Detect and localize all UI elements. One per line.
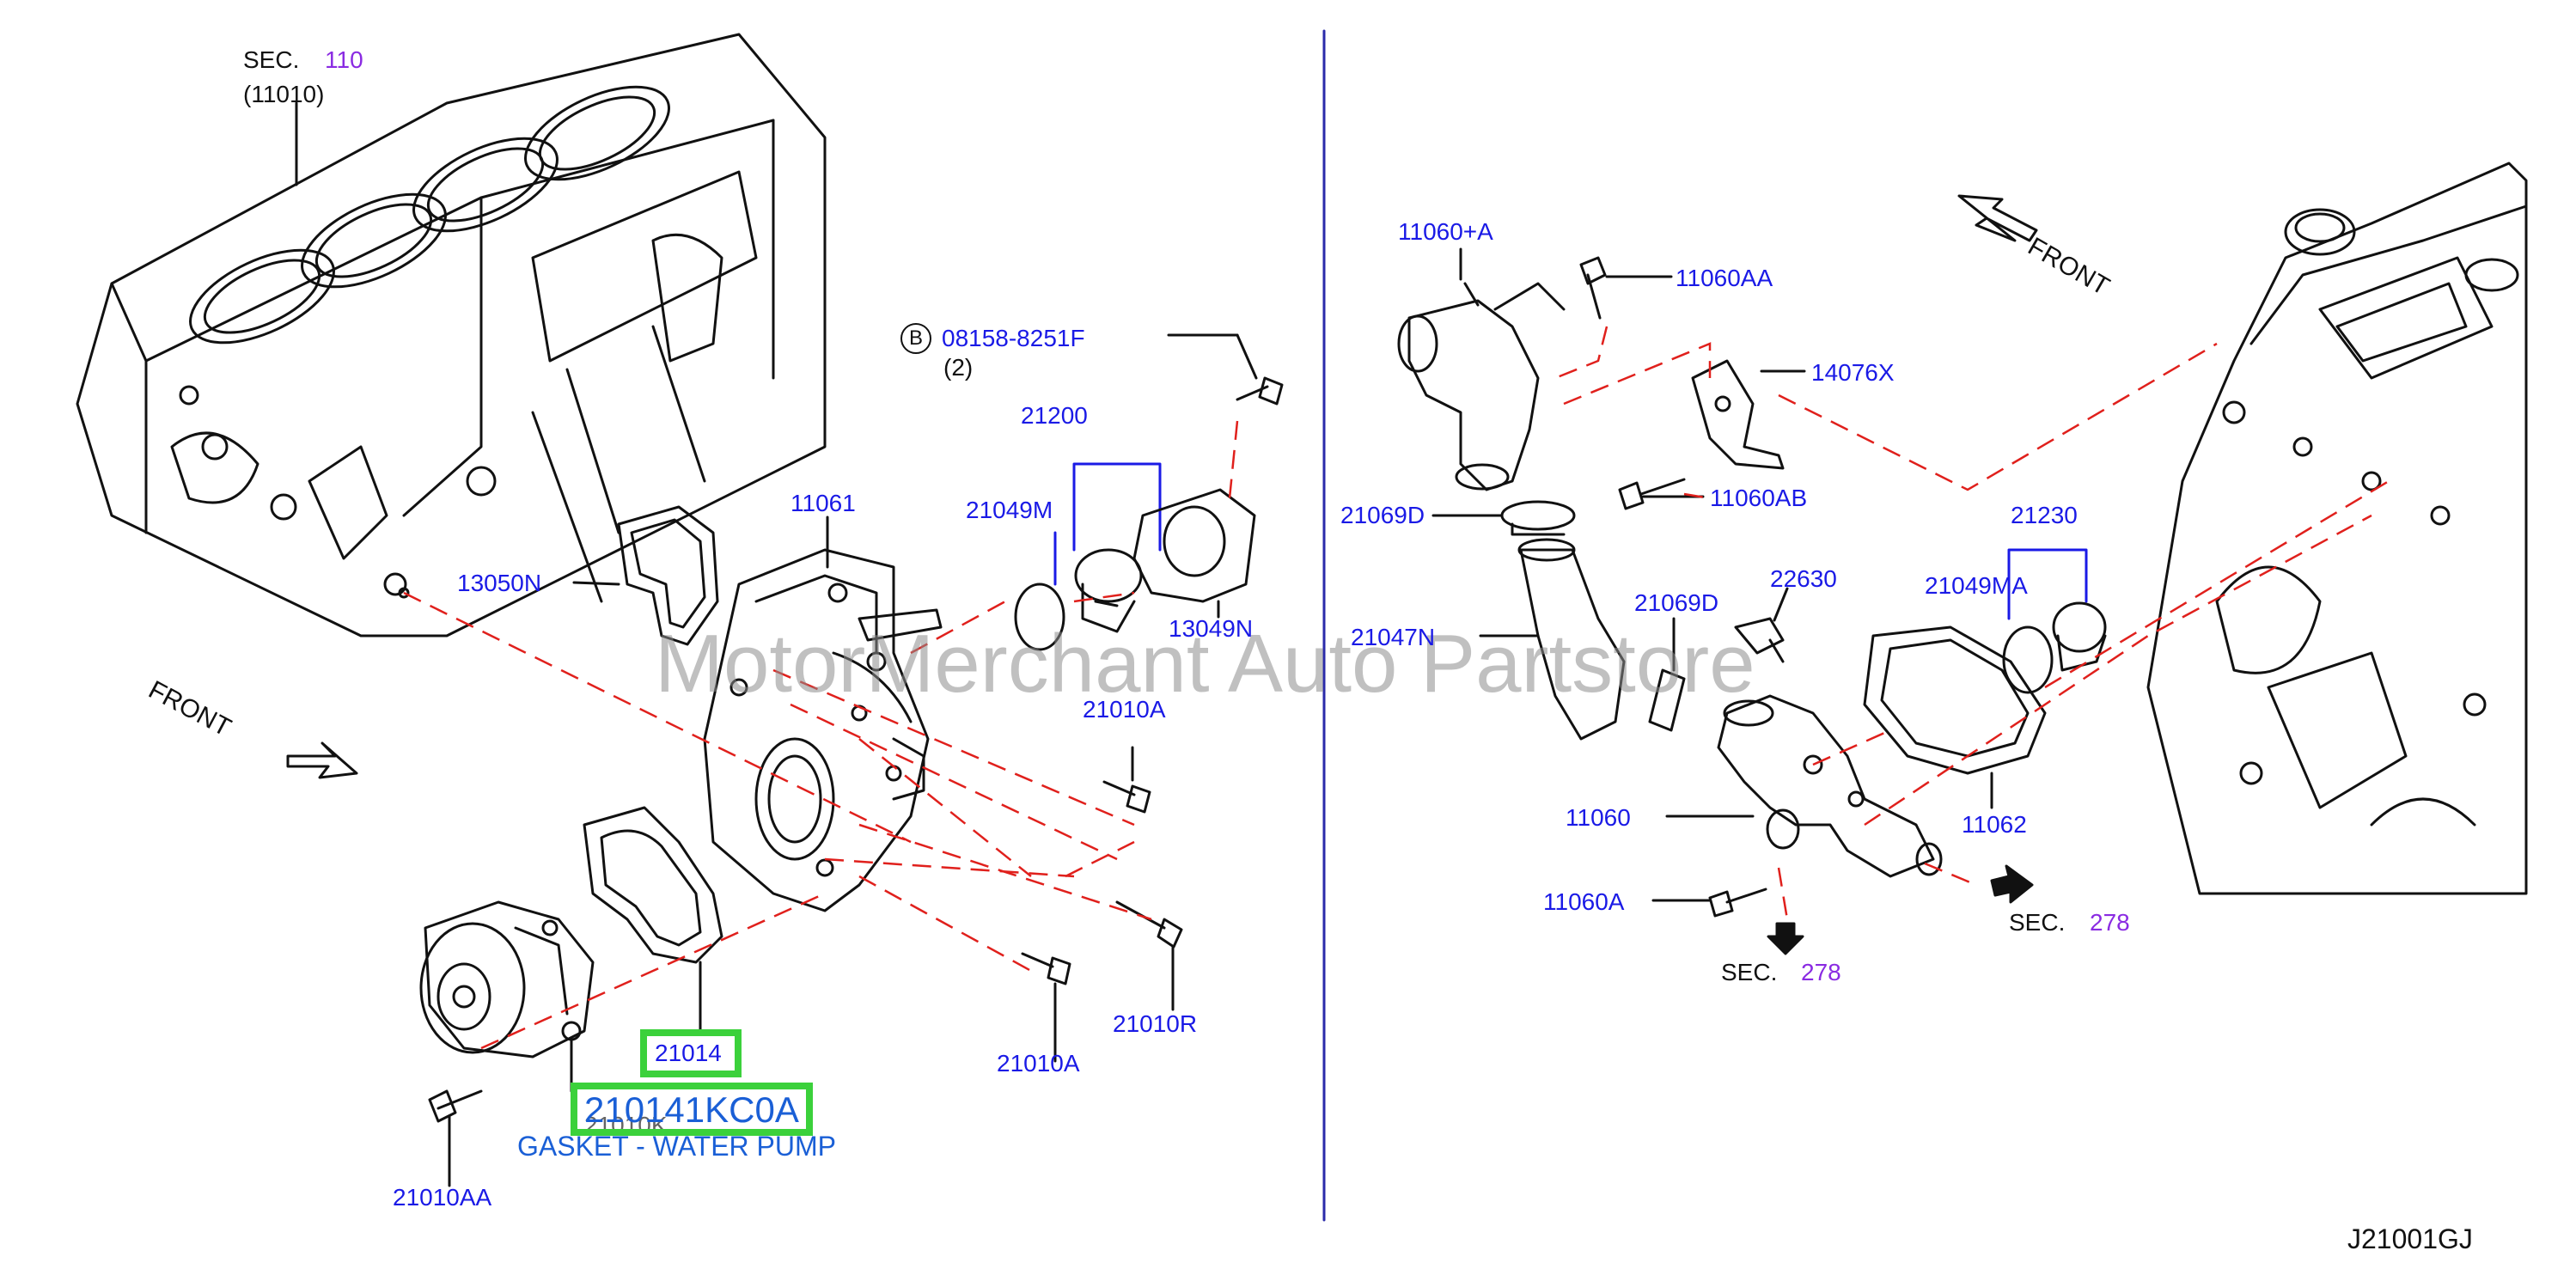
engine-head-drawing: [2146, 162, 2528, 895]
callout-11060ab[interactable]: 11060AB: [1710, 485, 1808, 511]
thermostat-21230: [2052, 601, 2107, 672]
callout-13050n[interactable]: 13050N: [457, 570, 542, 596]
sec-110-link[interactable]: 110: [325, 46, 363, 73]
water-pump-drawing: [419, 900, 595, 1058]
cylinder-block-drawing: [76, 33, 827, 638]
front-arrow-right: [1957, 194, 2038, 242]
sec-278-left-link[interactable]: 278: [1801, 959, 1841, 985]
hose-21047n: [1517, 538, 1626, 741]
callout-21069d-upper[interactable]: 21069D: [1340, 502, 1425, 528]
callout-08158-8251f[interactable]: 08158-8251F: [942, 325, 1085, 351]
callout-11061[interactable]: 11061: [791, 490, 856, 516]
bolt-21010a-upper: [1102, 780, 1151, 814]
bolt-badge: B: [900, 323, 931, 354]
outlet-arrow-left: [1767, 922, 1804, 955]
callout-21010aa[interactable]: 21010AA: [393, 1184, 492, 1211]
callout-21047n[interactable]: 21047N: [1351, 624, 1436, 650]
sec-110-prefix: SEC.: [243, 46, 300, 73]
front-arrow-left: [286, 741, 358, 779]
bolt-08158: [1236, 376, 1284, 406]
selected-part-description: GASKET - WATER PUMP: [517, 1131, 836, 1162]
callout-14076x[interactable]: 14076X: [1811, 359, 1895, 386]
callout-11060[interactable]: 11060: [1566, 804, 1631, 831]
water-outlet-11060a-drawing: [1397, 282, 1566, 491]
callout-21010r[interactable]: 21010R: [1113, 1010, 1198, 1037]
callout-21230[interactable]: 21230: [2011, 502, 2078, 528]
highlight-box-part-number[interactable]: [571, 1083, 813, 1136]
callout-11062[interactable]: 11062: [1962, 811, 2027, 838]
assembly-dash-lines: [403, 326, 2390, 1050]
callout-21014[interactable]: 21014: [655, 1040, 722, 1066]
gasket-13050n: [617, 505, 719, 646]
water-pump-housing-11061: [703, 548, 943, 912]
bolt-11060ab: [1618, 478, 1686, 510]
clamp-21069d-upper: [1500, 500, 1576, 536]
callout-21049m[interactable]: 21049M: [966, 497, 1053, 523]
sec-278-right-prefix: SEC.: [2009, 909, 2066, 936]
clamp-21069d-lower: [1648, 668, 1686, 732]
callout-21200[interactable]: 21200: [1021, 402, 1088, 429]
thermostat-21200: [1074, 548, 1143, 633]
bolt-11060a: [1708, 888, 1767, 918]
bolt-21010aa: [428, 1089, 483, 1123]
highlight-box-21014[interactable]: [640, 1029, 742, 1077]
callout-11060aa[interactable]: 11060AA: [1676, 265, 1773, 291]
sec-278-right-link[interactable]: 278: [2090, 909, 2130, 936]
bolt-11060aa: [1579, 256, 1607, 320]
bracket-14076x: [1691, 359, 1785, 470]
gasket-21014-drawing: [583, 806, 723, 964]
sec-110-subref: (11010): [243, 81, 325, 107]
thermostat-housing-13049n: [1132, 488, 1256, 603]
o-ring-21049m: [1014, 583, 1065, 651]
callout-21010a-upper[interactable]: 21010A: [1083, 696, 1166, 723]
o-ring-21049ma: [2002, 625, 2054, 694]
watermark: MotorMerchant Auto Partstore: [655, 618, 1755, 710]
bolt-21010a-lower: [1021, 952, 1071, 985]
diagram-code: J21001GJ: [2347, 1223, 2473, 1254]
callout-21049ma[interactable]: 21049MA: [1925, 572, 2028, 599]
callout-11060-plus-a[interactable]: 11060+A: [1398, 218, 1493, 245]
callout-13049n[interactable]: 13049N: [1169, 615, 1254, 642]
outlet-arrow-right: [1990, 864, 2034, 904]
selected-part-number[interactable]: 210141KC0A: [584, 1089, 799, 1130]
bolt-21010r: [1115, 900, 1183, 949]
callout-22630[interactable]: 22630: [1770, 565, 1837, 592]
sec-278-left-prefix: SEC.: [1721, 959, 1778, 985]
thermostat-housing-11060-drawing: [1717, 694, 1943, 878]
callout-21010a-lower[interactable]: 21010A: [997, 1050, 1080, 1077]
gasket-11062-drawing: [1863, 625, 2047, 775]
callout-21069d-lower[interactable]: 21069D: [1634, 589, 1719, 616]
callout-11060a[interactable]: 11060A: [1543, 888, 1625, 915]
callout-08158-qty: (2): [943, 354, 974, 381]
sensor-22630: [1734, 617, 1785, 663]
